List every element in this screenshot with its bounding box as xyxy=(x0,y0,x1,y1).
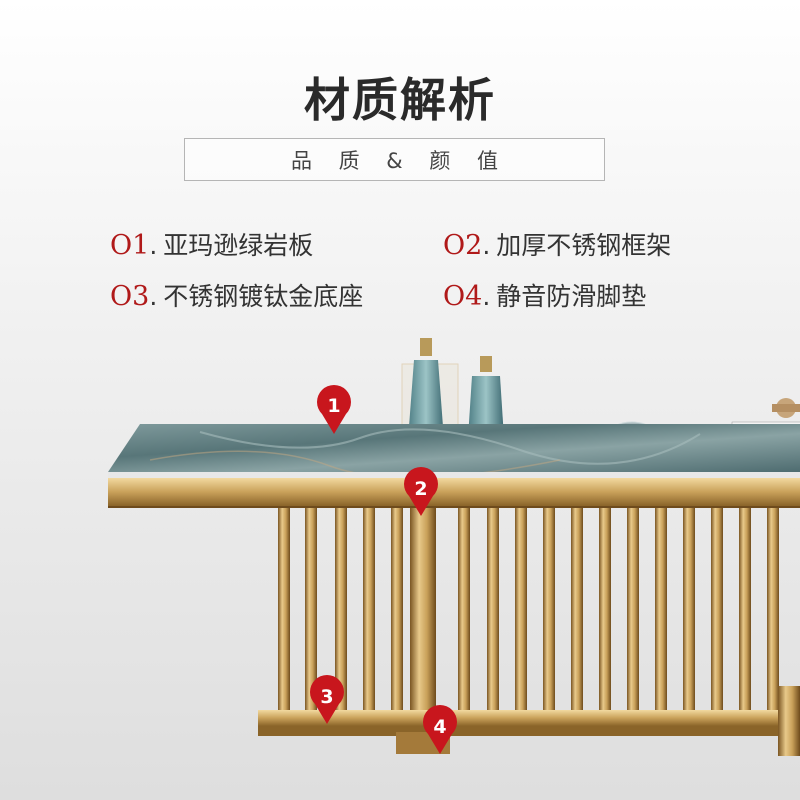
feature-item-3: O3.不锈钢镀钛金底座 xyxy=(110,281,364,312)
feature-text: 不锈钢镀钛金底座 xyxy=(163,282,364,311)
table-base xyxy=(258,686,800,756)
feature-item-4: O4.静音防滑脚垫 xyxy=(443,281,647,312)
marker-2: 2 xyxy=(403,466,438,516)
subtitle-box: 品 质 & 颜 值 xyxy=(184,138,605,181)
feature-item-1: O1.亚玛逊绿岩板 xyxy=(110,230,314,261)
marker-label: 1 xyxy=(327,395,340,417)
marker-4: 4 xyxy=(423,704,457,754)
feature-text: 亚玛逊绿岩板 xyxy=(163,231,314,260)
marker-label: 4 xyxy=(433,716,446,738)
subtitle: 品 质 & 颜 值 xyxy=(290,148,509,173)
feature-text: 静音防滑脚垫 xyxy=(496,282,647,311)
feature-text: 加厚不锈钢框架 xyxy=(496,231,672,260)
marker-label: 2 xyxy=(414,478,427,500)
feature-number: O2 xyxy=(443,230,483,261)
table-product-image: 1 2 3 4 xyxy=(0,320,800,800)
feature-number: O3 xyxy=(110,281,150,312)
table-legs xyxy=(278,508,779,748)
feature-item-2: O2.加厚不锈钢框架 xyxy=(443,230,672,261)
page-title: 材质解析 xyxy=(304,73,496,127)
feature-number: O4 xyxy=(443,281,483,312)
marker-1: 1 xyxy=(317,384,351,434)
marker-3: 3 xyxy=(310,674,344,724)
marker-label: 3 xyxy=(320,686,333,708)
feature-number: O1 xyxy=(110,230,150,261)
table-top xyxy=(108,424,800,508)
